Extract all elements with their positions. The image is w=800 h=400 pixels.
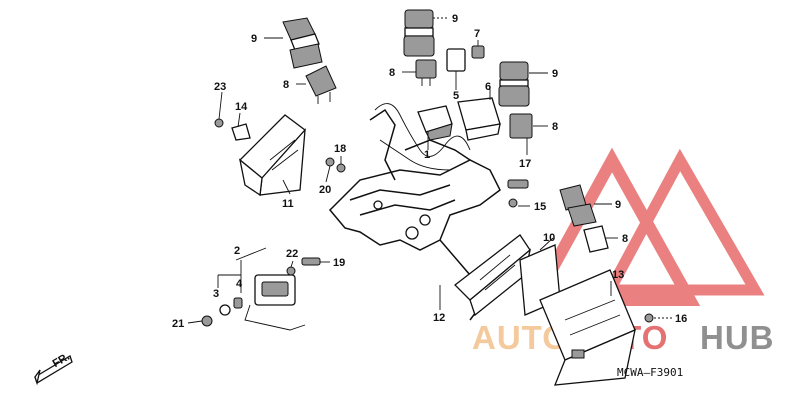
wire-harness-1: [374, 103, 471, 171]
relay-8-right: [509, 113, 533, 139]
callout-8-top-center: 8: [389, 67, 395, 79]
connector-holder: [417, 105, 453, 141]
callout-22: 22: [286, 248, 298, 260]
front-direction-arrow: [34, 355, 73, 386]
callout-8-lower-right: 8: [622, 233, 628, 245]
callout-11: 11: [282, 198, 294, 210]
relay-8-upper-left: [305, 65, 337, 104]
collar-4: [233, 297, 243, 309]
callout-8-upper-left: 8: [283, 79, 289, 91]
callout-23: 23: [214, 81, 226, 93]
callout-15: 15: [534, 201, 546, 213]
nut-18: [336, 163, 346, 173]
callout-1: 1: [424, 149, 430, 161]
bracket-12: [454, 234, 531, 317]
callout-13: 13: [612, 269, 624, 281]
callout-5: 5: [453, 90, 459, 102]
callout-9-right: 9: [552, 68, 558, 80]
callout-9-lower-right: 9: [615, 199, 621, 211]
callout-16: 16: [675, 313, 687, 325]
callout-4: 4: [236, 278, 243, 290]
washer-3: [219, 304, 231, 316]
callout-2: 2: [234, 245, 240, 257]
clip-14: [231, 123, 251, 141]
callout-8-right: 8: [552, 121, 558, 133]
leader-lines: [187, 17, 672, 324]
callout-18: 18: [334, 143, 346, 155]
callout-17: 17: [519, 158, 531, 170]
nut-21: [201, 315, 213, 327]
relay-box-6: [457, 97, 501, 141]
relay-9-right: [498, 61, 530, 107]
callout-9-upper-left: 9: [251, 33, 257, 45]
callout-7: 7: [474, 28, 480, 40]
relay-8-top-center: [415, 59, 437, 86]
callout-14: 14: [235, 101, 248, 113]
callout-20: 20: [319, 184, 331, 196]
control-unit-11: [239, 114, 306, 197]
relay-bracket-2: [244, 274, 306, 331]
nut-22: [286, 266, 296, 276]
relay-7: [471, 45, 485, 59]
bolt-23: [214, 118, 224, 128]
callout-3: 3: [213, 288, 219, 300]
callout-19: 19: [333, 257, 345, 269]
nut-20: [325, 157, 335, 167]
watermark-hub-text: HUB: [700, 319, 775, 356]
relay-9-top-center: [403, 9, 435, 57]
callout-9-top-center: 9: [452, 13, 458, 25]
relay-9-lower-right: [559, 184, 597, 227]
callout-labels: 9 7 9 8 5 6 9 8 23 14 8 18 1 17 20 11 15…: [172, 13, 687, 330]
callout-21: 21: [172, 318, 184, 330]
callout-12: 12: [433, 312, 445, 324]
callout-10: 10: [543, 232, 555, 244]
watermark-triangle-logo: [524, 147, 765, 306]
relay-8-lower-right: [583, 225, 609, 253]
front-direction-label: FR.: [51, 351, 72, 370]
diagram-reference-code: MCWA—F3901: [617, 366, 683, 379]
relay-5: [446, 48, 466, 76]
relay-9-upper-left: [282, 17, 323, 69]
bolt-16: [644, 313, 654, 323]
bolt-19: [301, 257, 321, 266]
bolt-15: [507, 179, 529, 208]
callout-6: 6: [485, 81, 491, 93]
